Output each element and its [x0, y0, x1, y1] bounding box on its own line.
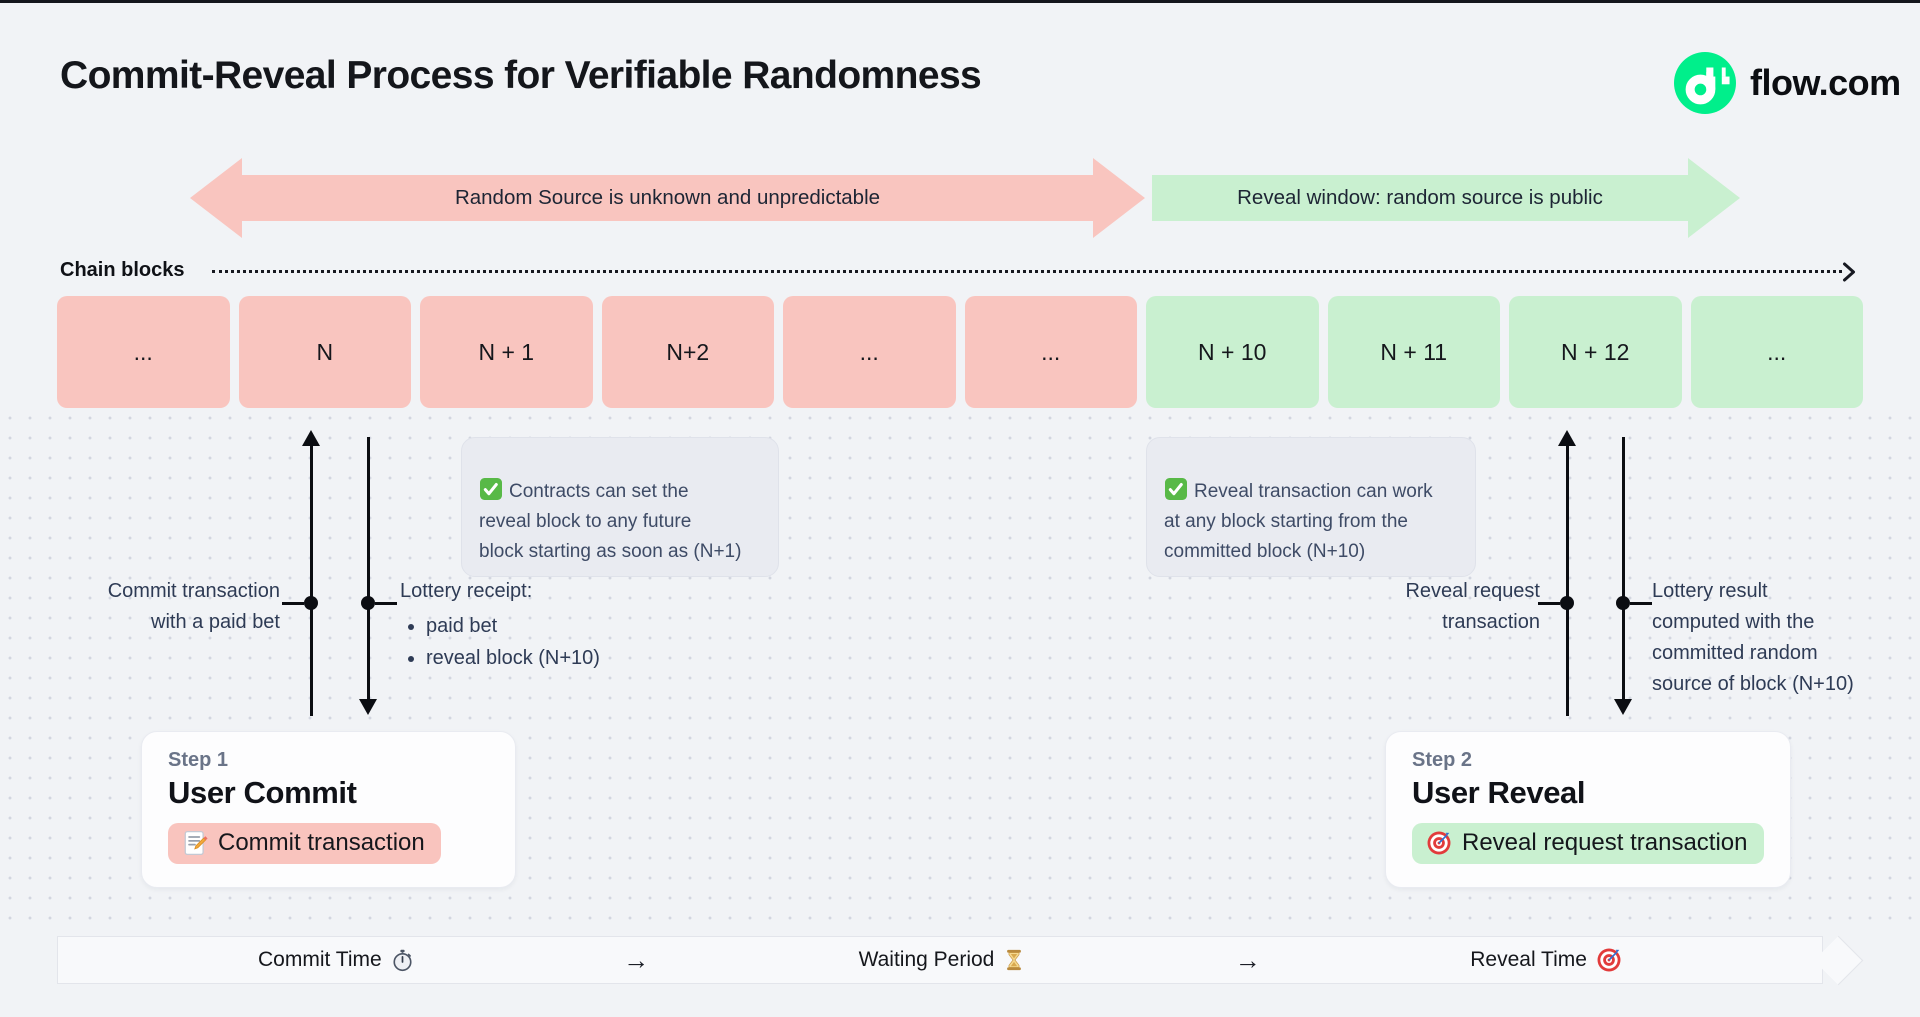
connector-dot — [1616, 596, 1630, 610]
reveal-request-label: Reveal request transaction — [1405, 580, 1540, 633]
note-commit-text: Contracts can set the reveal block to an… — [479, 481, 742, 562]
reveal-request-button[interactable]: Reveal request transaction — [1412, 823, 1764, 864]
flow-logo-icon — [1674, 52, 1736, 114]
connector-dash — [282, 601, 304, 605]
check-icon — [479, 477, 503, 501]
memo-icon — [182, 830, 208, 856]
arrow-right-icon: → — [623, 944, 650, 975]
step-label: Step 1 — [168, 749, 229, 771]
top-border-strip — [0, 0, 1920, 3]
chain-block: N + 11 — [1327, 296, 1500, 408]
timeline-item-label: Commit Time — [258, 948, 382, 971]
connector-dash — [375, 601, 397, 605]
timeline-bar: Commit Time → Waiting Period → Reveal Time — [57, 936, 1823, 984]
chain-block: ... — [57, 296, 230, 408]
chain-block: N+2 — [601, 296, 774, 408]
step-card-reveal: Step 2 User Reveal Reveal request transa… — [1385, 731, 1791, 888]
connector-dot — [1560, 596, 1574, 610]
commit-transaction-label: Commit transaction with a paid bet — [107, 580, 280, 633]
step-title: User Commit — [168, 775, 357, 810]
note-commit-window: Contracts can set the reveal block to an… — [461, 437, 779, 577]
lottery-receipt-title: Lottery receipt: — [400, 580, 533, 602]
reveal-down-arrow — [1621, 437, 1625, 701]
connector-dash — [1538, 601, 1560, 605]
target-icon — [1596, 947, 1622, 973]
timeline-item: Commit Time — [258, 948, 414, 972]
receipt-bullet-item: paid bet — [426, 611, 660, 642]
red-banner-arrow: Random Source is unknown and unpredictab… — [190, 158, 1145, 238]
step-card-commit: Step 1 User Commit Commit transaction — [141, 731, 516, 888]
lottery-result-label: Lottery result computed with the committ… — [1652, 580, 1854, 695]
chain-block: N + 1 — [420, 296, 593, 408]
hourglass-icon — [1003, 949, 1025, 971]
brand-name: flow.com — [1750, 62, 1901, 103]
chain-blocks-label: Chain blocks — [60, 259, 185, 281]
step-title: User Reveal — [1412, 775, 1586, 810]
note-reveal-text: Reveal transaction can work at any block… — [1164, 481, 1433, 562]
red-banner-label: Random Source is unknown and unpredictab… — [454, 186, 881, 209]
chain-block: ... — [783, 296, 956, 408]
commit-up-arrow — [309, 444, 313, 716]
page-title: Commit-Reveal Process for Verifiable Ran… — [60, 54, 982, 97]
chain-dotted-line — [212, 270, 1842, 273]
connector-dot — [361, 596, 375, 610]
stopwatch-icon — [391, 949, 414, 972]
reveal-button-label: Reveal request transaction — [1462, 829, 1748, 856]
timeline-item-label: Reveal Time — [1470, 948, 1587, 971]
chain-block: N + 12 — [1509, 296, 1682, 408]
commit-button-label: Commit transaction — [218, 829, 425, 856]
connector-dot — [304, 596, 318, 610]
target-icon — [1426, 830, 1452, 856]
step-label: Step 2 — [1412, 749, 1473, 771]
chain-block: ... — [964, 296, 1137, 408]
reveal-up-arrow — [1565, 444, 1569, 716]
timeline-item: Waiting Period — [859, 948, 1026, 972]
commit-transaction-button[interactable]: Commit transaction — [168, 823, 441, 864]
connector-dash — [1630, 601, 1652, 605]
chain-block: N — [238, 296, 411, 408]
lottery-receipt-label: Lottery receipt: paid betreveal block (N… — [400, 576, 660, 675]
note-reveal-window: Reveal transaction can work at any block… — [1146, 437, 1476, 577]
receipt-bullet-item: reveal block (N+10) — [426, 643, 660, 674]
lottery-receipt-bullets: paid betreveal block (N+10) — [400, 611, 660, 674]
green-banner-label: Reveal window: random source is public — [1237, 186, 1603, 209]
brand[interactable]: flow.com — [1674, 52, 1901, 114]
chain-block: ... — [1690, 296, 1863, 408]
timeline-item: Reveal Time — [1470, 947, 1622, 973]
check-icon — [1164, 477, 1188, 501]
chain-block: N + 10 — [1146, 296, 1319, 408]
commit-down-arrow — [366, 437, 370, 701]
chain-arrowhead-icon — [1842, 261, 1856, 283]
arrow-right-icon: → — [1234, 944, 1261, 975]
timeline-item-label: Waiting Period — [858, 948, 995, 971]
green-banner-arrow: Reveal window: random source is public — [1152, 158, 1740, 238]
